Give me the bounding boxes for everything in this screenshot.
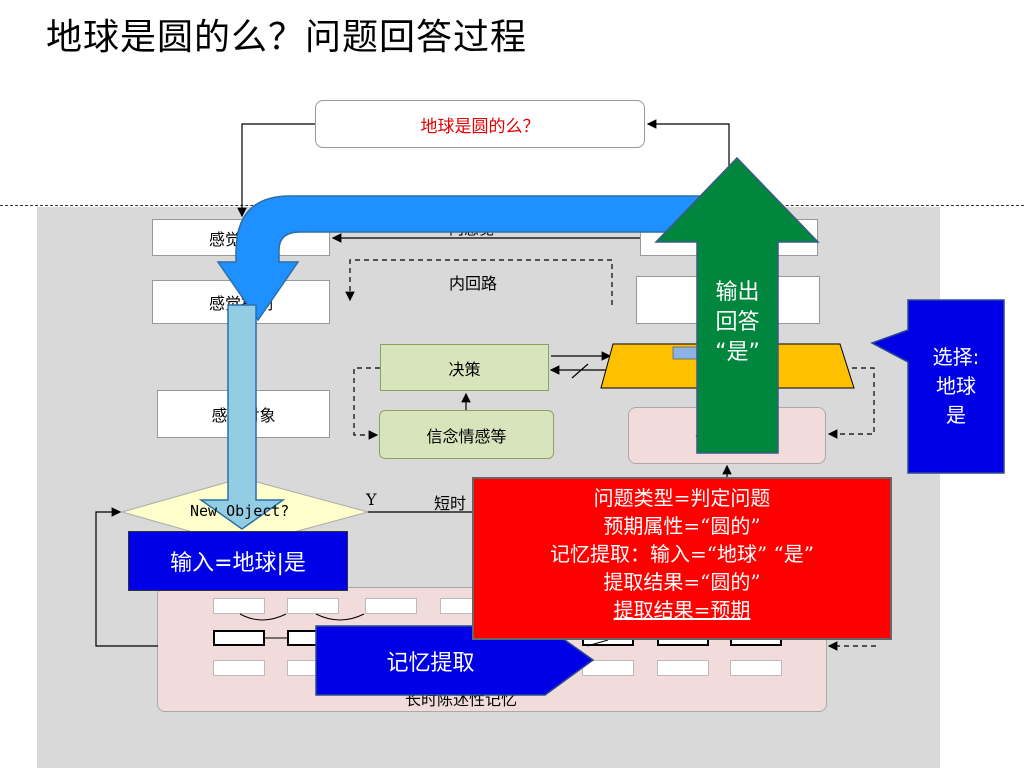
memory-cell bbox=[287, 598, 339, 614]
input-label: 输入=地球|是 bbox=[128, 531, 348, 591]
inner-loop-line bbox=[345, 259, 613, 305]
connector-tick bbox=[571, 363, 589, 379]
memory-cell bbox=[657, 660, 709, 676]
choice-label: 选择: 地球 是 bbox=[908, 343, 1004, 430]
output-line: 输出 bbox=[715, 280, 760, 305]
dashed-loop bbox=[827, 367, 875, 439]
memory-link bbox=[315, 613, 365, 621]
memory-cell bbox=[730, 660, 782, 676]
choice-callout bbox=[870, 299, 1005, 474]
reasoning-line: 问题类型=判定问题 bbox=[593, 486, 771, 510]
memory-cell bbox=[213, 660, 265, 676]
memory-link bbox=[586, 639, 609, 647]
reasoning-box: 问题类型=判定问题 预期属性=“圆的” 记忆提取：输入=“地球” “是” 提取结… bbox=[472, 477, 892, 640]
page-title: 地球是圆的么？问题回答过程 bbox=[46, 17, 528, 58]
dashed-loop bbox=[353, 367, 380, 440]
memory-cell-active bbox=[213, 630, 265, 646]
retrieval-label: 记忆提取 bbox=[386, 651, 475, 676]
output-line: 回答 bbox=[715, 310, 760, 335]
inner-loop-label: 内回路 bbox=[449, 274, 498, 293]
blue-curved-arrow bbox=[216, 195, 716, 322]
memory-cell bbox=[213, 598, 265, 614]
question-box: 地球是圆的么？ bbox=[315, 100, 645, 148]
reasoning-line: 预期属性=“圆的” bbox=[603, 514, 761, 538]
short-term-label: 短时 bbox=[434, 494, 467, 513]
choice-line: 地球 bbox=[936, 374, 976, 398]
connector-line bbox=[95, 507, 158, 647]
reasoning-line: 提取结果=“圆的” bbox=[603, 570, 761, 594]
memory-cell bbox=[365, 598, 417, 614]
input-down-arrow bbox=[198, 304, 286, 530]
reasoning-line: 提取结果=预期 bbox=[613, 598, 751, 622]
choice-line: 选择: bbox=[932, 345, 980, 369]
new-object-label: New Object? bbox=[190, 502, 290, 520]
belief-box: 信念情感等 bbox=[379, 410, 554, 459]
decision-box: 决策 bbox=[380, 344, 549, 391]
output-line: “是” bbox=[715, 340, 760, 365]
connector-line bbox=[237, 123, 315, 218]
output-label: 输出 回答 “是” bbox=[697, 278, 778, 368]
yes-label: Y bbox=[366, 490, 377, 509]
memory-link bbox=[239, 613, 287, 621]
reasoning-line: 记忆提取：输入=“地球” “是” bbox=[549, 542, 814, 566]
output-up-arrow bbox=[654, 156, 820, 454]
choice-line: 是 bbox=[946, 403, 966, 427]
